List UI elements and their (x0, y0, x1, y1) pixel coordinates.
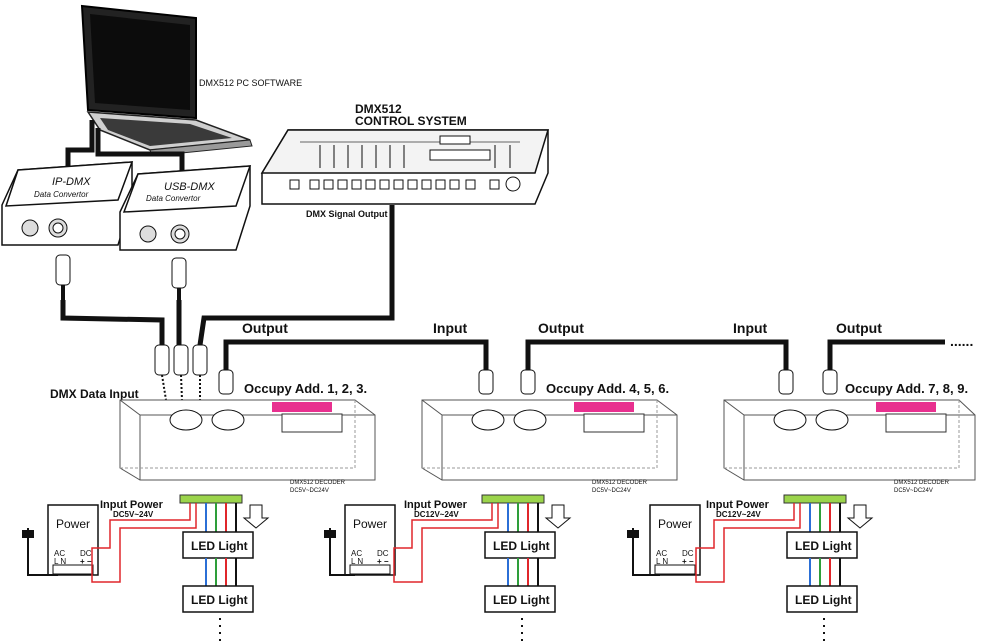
chain-continue-ellipsis: ...... (950, 333, 973, 349)
led-light-2b: LED Light (493, 593, 550, 607)
chain-cable-3 (827, 339, 945, 372)
laptop-usb-cable (95, 128, 185, 178)
led-light-2a: LED Light (493, 539, 550, 553)
ip-xlr-plug-icon (55, 254, 71, 300)
decoder2-occupy-label: Occupy Add. 4, 5, 6. (546, 381, 669, 396)
flow-output-3: Output (836, 320, 882, 336)
decoder-unit-1 (119, 369, 376, 504)
power1-ac: AC (54, 549, 65, 558)
power3-pm: + − (682, 557, 694, 566)
laptop-icon (80, 4, 253, 157)
power3-ln: L N (656, 557, 668, 566)
decoder1-name: DMX512 DECODER (290, 480, 346, 486)
power2-pm: + − (377, 557, 389, 566)
decoder3-name: DMX512 DECODER (894, 480, 950, 486)
ip-to-decoder-cable (60, 300, 165, 345)
power2-ac: AC (351, 549, 362, 558)
led-light-1b: LED Light (191, 593, 248, 607)
power3-ac: AC (656, 549, 667, 558)
usb-dmx-converter (119, 165, 252, 251)
power1-dc: DC (80, 549, 92, 558)
chain-cable-2 (525, 339, 789, 372)
decoder1-input-voltage: DC5V~24V (113, 510, 154, 519)
led-light-1a: LED Light (191, 539, 248, 553)
power2-label: Power (353, 517, 387, 531)
usb-dmx-title: USB-DMX (164, 181, 215, 193)
decoder3-voltage-rating: DC5V~DC24V (894, 488, 933, 494)
flow-input-2: Input (433, 320, 468, 336)
power1-ln: L N (54, 557, 66, 566)
decoder3-input-power-label: Input Power (706, 499, 770, 511)
decoder1-input-power-label: Input Power (100, 499, 164, 511)
power1-pm: + − (80, 557, 92, 566)
flow-input-3: Input (733, 320, 768, 336)
control-system-title-2: CONTROL SYSTEM (355, 114, 467, 128)
power2-dc: DC (377, 549, 389, 558)
decoder1-input-plugs (154, 344, 208, 401)
power-group-2 (324, 503, 572, 644)
chain-cable-1 (223, 339, 489, 372)
flow-output-1: Output (242, 320, 288, 336)
dmx-console-icon (260, 129, 550, 205)
decoder2-voltage-rating: DC5V~DC24V (592, 488, 631, 494)
decoder3-input-voltage: DC12V~24V (716, 510, 761, 519)
ip-dmx-converter (1, 161, 134, 246)
decoder1-voltage-rating: DC5V~DC24V (290, 488, 329, 494)
signal-output-label: DMX Signal Output (306, 209, 388, 219)
flow-output-2: Output (538, 320, 584, 336)
power-group-1 (22, 503, 270, 644)
decoder1-occupy-label: Occupy Add. 1, 2, 3. (244, 381, 367, 396)
decoder3-occupy-label: Occupy Add. 7, 8, 9. (845, 381, 968, 396)
dmx-data-input-label: DMX Data Input (50, 387, 139, 401)
console-to-decoder-cable (197, 205, 395, 346)
power3-dc: DC (682, 549, 694, 558)
decoder2-input-power-label: Input Power (404, 499, 468, 511)
led-light-3b: LED Light (795, 593, 852, 607)
decoder2-input-voltage: DC12V~24V (414, 510, 459, 519)
power3-label: Power (658, 517, 692, 531)
power-group-3 (627, 503, 874, 644)
power2-ln: L N (351, 557, 363, 566)
decoder2-name: DMX512 DECODER (592, 480, 648, 486)
control-system-title-1: DMX512 (355, 102, 402, 116)
usb-xlr-plug-icon (171, 257, 187, 300)
laptop-ip-cable (65, 120, 95, 175)
ip-dmx-title: IP-DMX (52, 176, 91, 188)
decoder-unit-3 (723, 369, 976, 504)
usb-dmx-subtitle: Data Convertor (146, 194, 201, 203)
led-light-3a: LED Light (795, 539, 852, 553)
power1-label: Power (56, 517, 90, 531)
decoder-unit-2 (421, 369, 678, 504)
ip-dmx-subtitle: Data Convertor (34, 190, 89, 199)
pc-software-label: DMX512 PC SOFTWARE (199, 78, 302, 88)
